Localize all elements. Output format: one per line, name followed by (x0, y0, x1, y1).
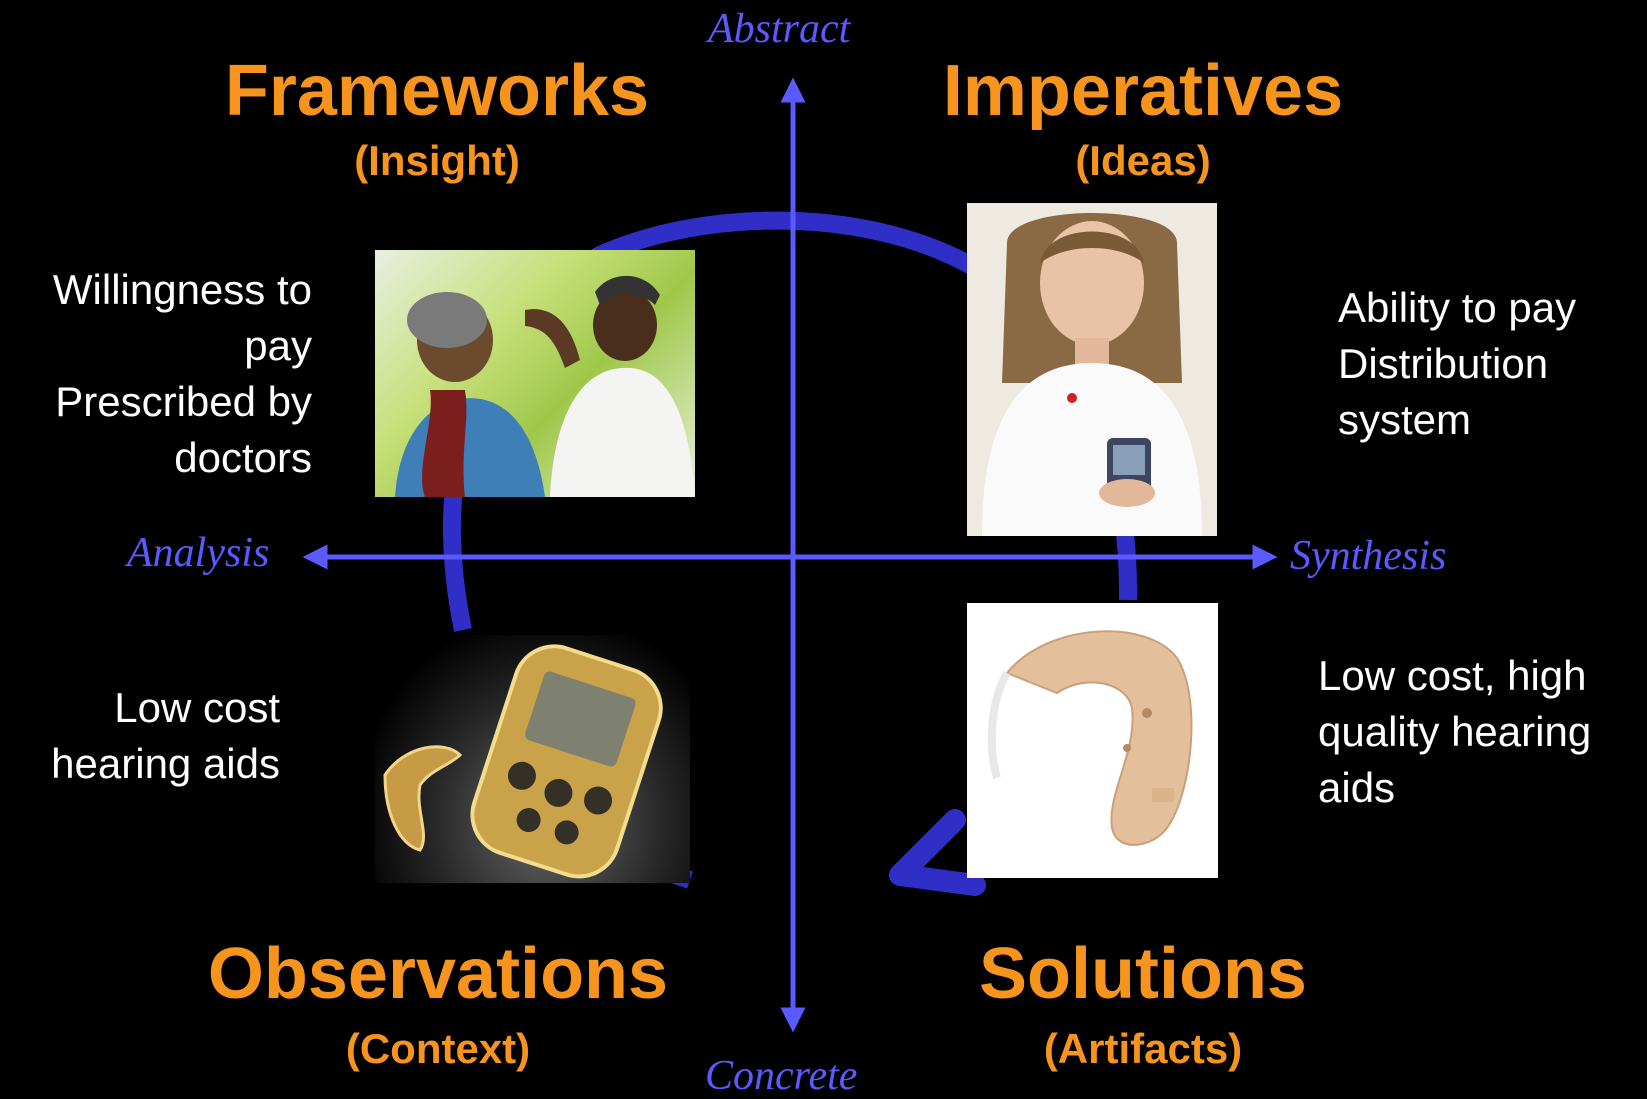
beige-hearing-aid-photo (967, 603, 1218, 878)
axis-label-analysis: Analysis (127, 530, 270, 576)
title-solutions: Solutions (979, 934, 1307, 1014)
note-line: doctors (174, 434, 312, 481)
axis-label-concrete: Concrete (705, 1053, 858, 1099)
notes-solutions: Low cost, high quality hearing aids (1318, 648, 1591, 816)
note-line: aids (1318, 764, 1396, 811)
notes-observations: Low cost hearing aids (0, 680, 280, 792)
title-imperatives: Imperatives (942, 51, 1344, 131)
axis-label-synthesis: Synthesis (1290, 533, 1447, 579)
title-frameworks: Frameworks (224, 51, 650, 131)
nurse-photo (967, 203, 1217, 536)
note-line: Low cost, high (1318, 652, 1587, 699)
notes-imperatives: Ability to pay Distribution system (1338, 280, 1576, 448)
gold-hearing-aid-photo (375, 635, 690, 883)
note-line: Low cost (114, 684, 280, 731)
note-line: Prescribed by (55, 378, 312, 425)
subtitle-insight: (Insight) (354, 137, 520, 184)
subtitle-artifacts: (Artifacts) (1043, 1025, 1243, 1072)
notes-frameworks: Willingness to pay Prescribed by doctors (0, 262, 312, 486)
axis-label-abstract: Abstract (708, 6, 851, 52)
note-line: Ability to pay (1338, 284, 1577, 331)
note-line: pay (244, 322, 312, 369)
doctor-patient-photo (375, 250, 695, 497)
note-line: Distribution (1338, 340, 1549, 387)
subtitle-context: (Context) (345, 1025, 531, 1072)
cycle-arrowhead (889, 809, 986, 896)
note-line: system (1338, 396, 1472, 443)
title-observations: Observations (207, 934, 669, 1014)
subtitle-ideas: (Ideas) (1075, 137, 1211, 184)
note-line: quality hearing (1318, 708, 1592, 755)
note-line: Willingness to (52, 266, 312, 313)
note-line: hearing aids (51, 740, 280, 787)
